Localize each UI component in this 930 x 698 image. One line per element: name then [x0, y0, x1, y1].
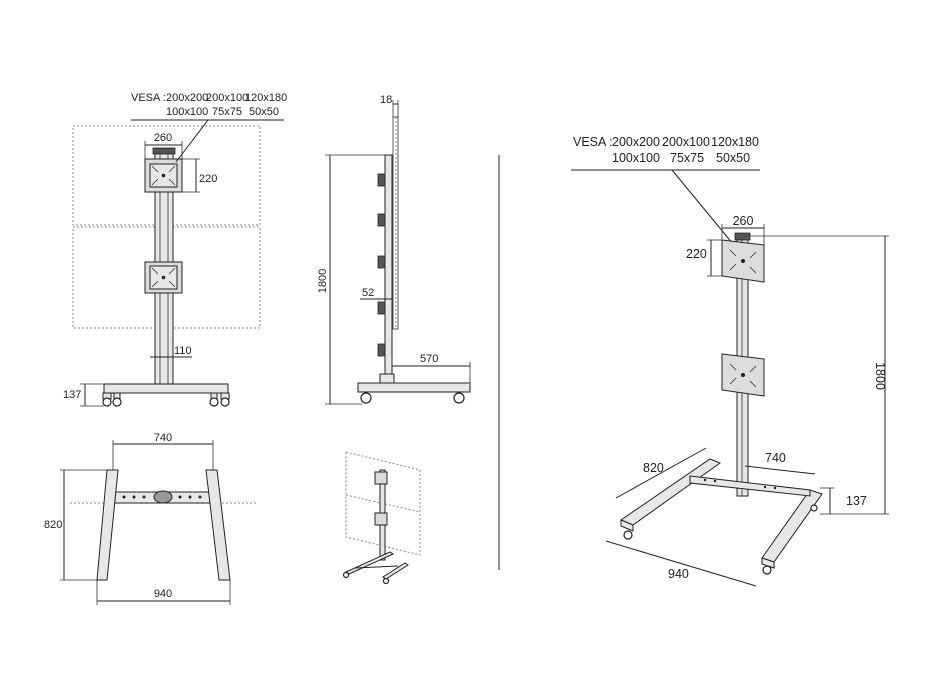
front-dim-column-width: 110: [174, 345, 192, 357]
iso-caster-2: [762, 565, 772, 575]
front-dim-plate-width: 260: [154, 132, 172, 144]
vesa-row1-col3: 120x180: [245, 92, 287, 104]
vesa-label: VESA :: [131, 92, 166, 104]
vesa-row2-col2: 75x75: [212, 106, 242, 118]
iso-vesa-row1-col2: 200x100: [662, 135, 710, 149]
vesa-row2-col1: 100x100: [166, 106, 208, 118]
iso-dim-inner-width: 740: [765, 451, 786, 465]
iso-vesa-row1-col1: 200x200: [612, 135, 660, 149]
top-dim-inner-width: 740: [154, 432, 172, 444]
small-iso-view: [342, 451, 421, 585]
side-brackets: [377, 173, 386, 357]
side-dim-total-height: 1800: [317, 269, 329, 293]
small-iso-display: [345, 451, 421, 556]
iso-vesa-row2-col2: 75x75: [670, 151, 704, 165]
front-dim-base-height: 137: [63, 389, 81, 401]
iso-vesa-row1-col3: 120x180: [711, 135, 759, 149]
iso-vesa-row2-col1: 100x100: [612, 151, 660, 165]
side-caster-rear: [453, 392, 465, 404]
side-dim-panel-thickness: 18: [380, 94, 392, 106]
iso-vesa-row2-col3: 50x50: [716, 151, 750, 165]
front-view: 260 220 110 137: [63, 125, 261, 407]
iso-dim-total-height: 1800: [873, 362, 887, 390]
top-leg-left: [96, 469, 119, 581]
front-base: [103, 383, 229, 394]
top-dim-depth: 820: [44, 519, 62, 531]
iso-dim-outer-width: 940: [668, 567, 689, 581]
iso-dim-base-height: 137: [846, 494, 867, 508]
side-caster-front: [360, 392, 372, 404]
vesa-row2-col3: 50x50: [249, 106, 279, 118]
side-column: [384, 154, 393, 386]
top-view: 740 940 820: [44, 432, 258, 605]
front-dim-plate-height: 220: [199, 173, 217, 185]
front-column-cap: [152, 147, 176, 155]
iso-dim-plate-height: 220: [686, 247, 707, 261]
vesa-table-front: VESA : 200x200 200x100 120x180 100x100 7…: [131, 92, 287, 163]
iso-dim-plate-width: 260: [733, 214, 754, 228]
iso-caster-3: [810, 504, 818, 512]
front-caster-left: [102, 392, 122, 407]
side-dim-base-depth: 570: [420, 353, 438, 365]
iso-base-left-leg: [619, 458, 722, 526]
top-column-base: [153, 490, 173, 504]
side-base: [357, 382, 471, 393]
iso-base-crossbar: [689, 475, 811, 497]
iso-vesa-label: VESA :: [573, 135, 613, 149]
side-view: 18 1800 52 570: [317, 94, 471, 405]
side-dim-wall-offset: 52: [362, 287, 374, 299]
iso-dim-depth: 820: [643, 461, 664, 475]
top-leg-right: [205, 469, 231, 581]
front-caster-right: [209, 392, 230, 407]
top-dim-outer-width: 940: [154, 588, 172, 600]
vesa-row1-col2: 200x100: [206, 92, 248, 104]
iso-caster-1: [623, 530, 633, 540]
large-iso-view: VESA : 200x200 200x100 120x180 100x100 7…: [571, 135, 889, 587]
vesa-row1-col1: 200x200: [166, 92, 208, 104]
iso-base-right-leg: [761, 489, 823, 563]
display-outline-top: [72, 125, 261, 226]
vesa-table-iso: VESA : 200x200 200x100 120x180 100x100 7…: [571, 135, 760, 245]
